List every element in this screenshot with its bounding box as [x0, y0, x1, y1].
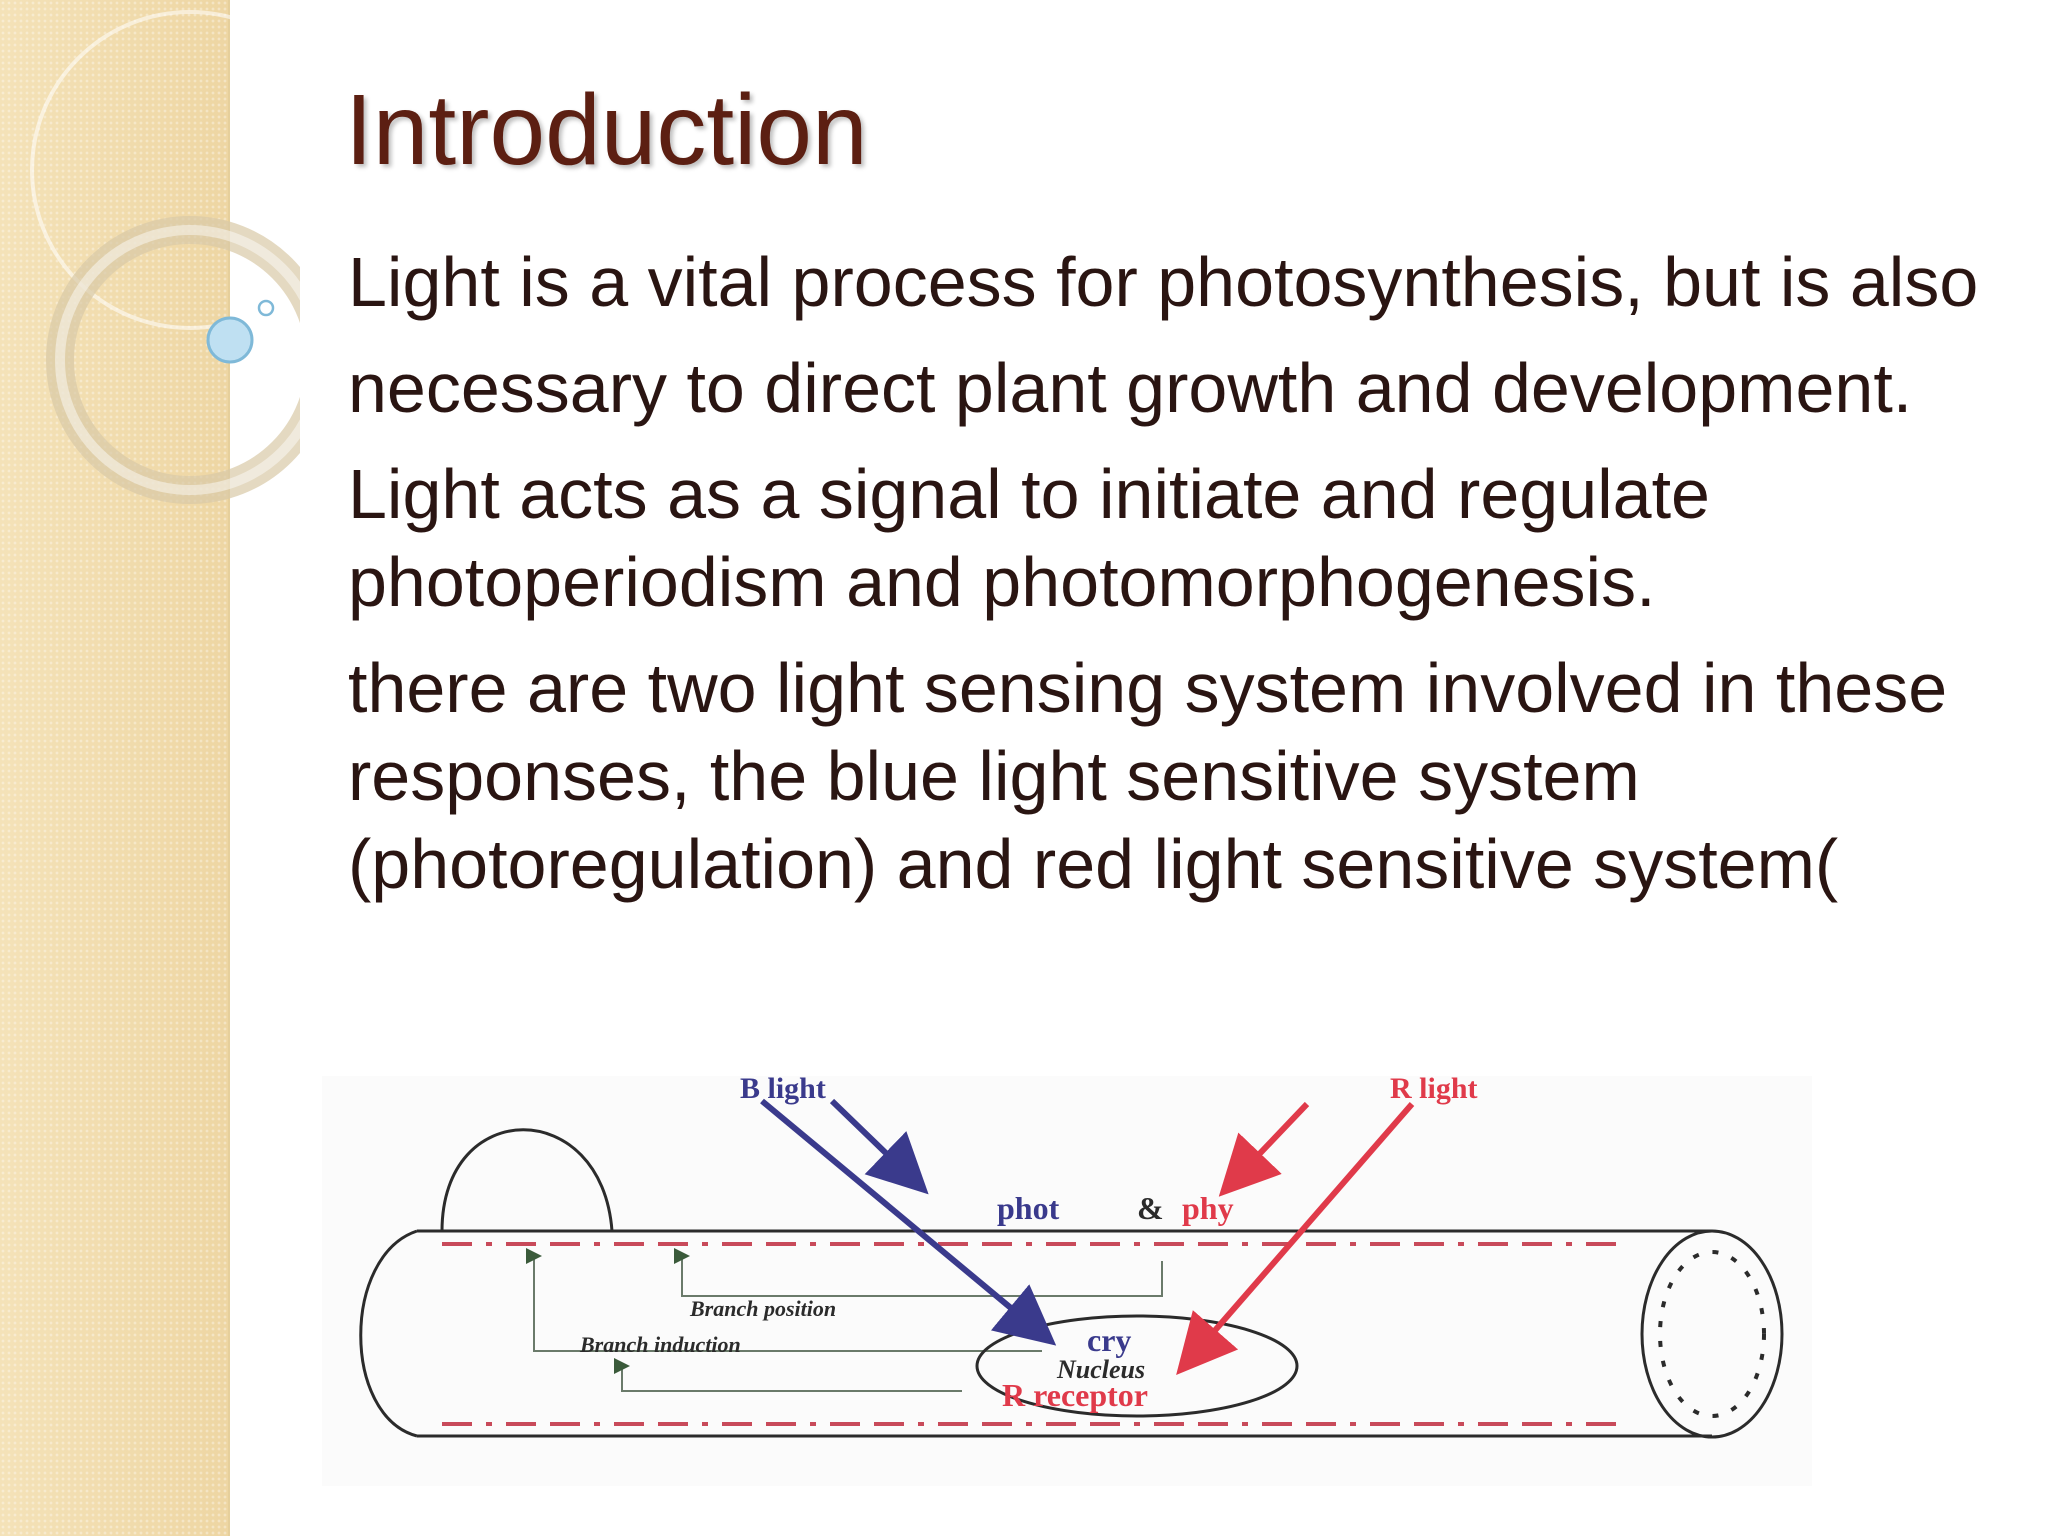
branch-induction-path [526, 1248, 1042, 1352]
medium-ring-highlight [55, 225, 300, 495]
branch-induction-label: Branch induction [579, 1332, 741, 1357]
stem-cross-section-inner [1658, 1250, 1766, 1418]
paragraph-3: Light acts as a signal to initiate and r… [348, 455, 1710, 621]
large-ring [30, 10, 300, 330]
amp-label: & [1137, 1190, 1164, 1226]
blue-bubble-icon [206, 316, 254, 364]
paragraph-1: Light is a vital process for photosynthe… [348, 243, 1979, 321]
nucleus-label: Nucleus [1056, 1355, 1145, 1384]
diagram-svg: B light R light phot & phy Branch positi… [359, 1072, 1784, 1439]
r-receptor-label: R receptor [1002, 1377, 1148, 1413]
slide-title: Introduction [345, 74, 868, 186]
stem-cross-section [1640, 1229, 1784, 1439]
branch-position-label: Branch position [689, 1296, 836, 1321]
branch-induction-lower-path [614, 1358, 962, 1392]
stem-cylinder [359, 1229, 1712, 1438]
decorative-rings [30, 10, 300, 504]
b-light-arrow-to-phot [829, 1098, 929, 1195]
paragraph-2: necessary to direct plant growth and dev… [348, 349, 1913, 427]
phot-label: phot [997, 1190, 1060, 1226]
nucleus-ellipse [975, 1314, 1299, 1418]
r-light-arrow-to-receptor [1176, 1102, 1415, 1376]
paragraph-4: there are two light sensing system invol… [348, 649, 1948, 903]
b-light-label: B light [740, 1076, 826, 1105]
body-text: Light is a vital process for photosynthe… [348, 238, 2028, 1072]
r-light-label: R light [1390, 1076, 1478, 1105]
medium-ring [46, 216, 300, 504]
bud-dome [440, 1128, 614, 1232]
phy-label: phy [1182, 1190, 1234, 1226]
r-light-arrow-to-phy [1218, 1101, 1310, 1197]
cry-label: cry [1087, 1322, 1131, 1358]
light-signaling-diagram: B light R light phot & phy Branch positi… [322, 1072, 1812, 1486]
b-light-arrow-to-cry [760, 1098, 1057, 1346]
small-bubble-icon [257, 299, 275, 317]
branch-position-path [674, 1248, 1163, 1297]
